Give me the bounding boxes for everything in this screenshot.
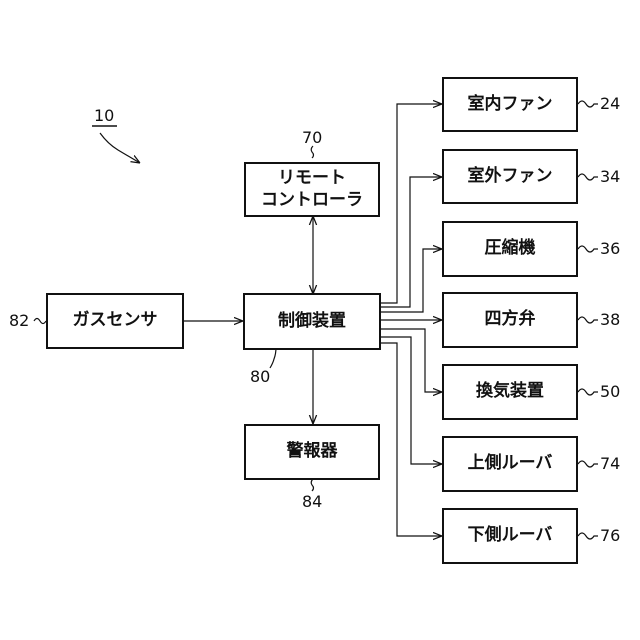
ref-leader-remote — [311, 146, 313, 158]
ventilation-label: 換気装置 — [476, 381, 544, 402]
ref-leader-24 — [578, 101, 598, 107]
four-way-valve-box: 四方弁 — [442, 292, 578, 348]
gas-sensor-ref: 82 — [9, 311, 29, 330]
indoor-fan-label: 室内ファン — [468, 94, 553, 115]
compressor-ref: 36 — [600, 239, 620, 258]
link-indoor-fan — [381, 104, 442, 303]
remote-label-line1: リモート — [278, 168, 346, 189]
upper-louver-ref: 74 — [600, 454, 620, 473]
ref-leader-38 — [578, 317, 598, 323]
indoor-fan-ref: 24 — [600, 94, 620, 113]
alarm-box: 警報器 — [244, 424, 380, 480]
remote-label-line2: コントローラ — [261, 190, 363, 211]
ref-leader-34 — [578, 174, 598, 180]
four-way-valve-label: 四方弁 — [485, 309, 536, 330]
alarm-label: 警報器 — [287, 441, 338, 462]
gas-sensor-box: ガスセンサ — [46, 293, 184, 349]
link-upper-louver — [381, 337, 442, 464]
lower-louver-box: 下側ルーバ — [442, 508, 578, 564]
four-way-valve-ref: 38 — [600, 310, 620, 329]
controller-label: 制御装置 — [278, 311, 346, 332]
ref-leader-76 — [578, 533, 598, 539]
ref-leader-50 — [578, 389, 598, 395]
outdoor-fan-ref: 34 — [600, 167, 620, 186]
controller-box: 制御装置 — [243, 293, 381, 350]
remote-ref: 70 — [302, 128, 322, 147]
compressor-label: 圧縮機 — [485, 238, 536, 259]
ventilation-box: 換気装置 — [442, 364, 578, 420]
link-outdoor-fan — [381, 177, 442, 307]
ref-leader-controller — [270, 347, 276, 368]
ref-leader-36 — [578, 246, 598, 252]
ref-leader-74 — [578, 461, 598, 467]
remote-controller-box: リモート コントローラ — [244, 162, 380, 217]
alarm-ref: 84 — [302, 492, 322, 511]
indoor-fan-box: 室内ファン — [442, 77, 578, 132]
outdoor-fan-label: 室外ファン — [468, 166, 553, 187]
upper-louver-label: 上側ルーバ — [468, 453, 553, 474]
controller-ref: 80 — [250, 367, 270, 386]
lower-louver-ref: 76 — [600, 526, 620, 545]
ref-leader-alarm — [311, 479, 313, 491]
ventilation-ref: 50 — [600, 382, 620, 401]
upper-louver-box: 上側ルーバ — [442, 436, 578, 492]
figure-ref-pointer — [100, 133, 140, 163]
outdoor-fan-box: 室外ファン — [442, 149, 578, 204]
compressor-box: 圧縮機 — [442, 221, 578, 277]
lower-louver-label: 下側ルーバ — [468, 525, 553, 546]
gas-sensor-label: ガスセンサ — [73, 310, 158, 331]
ref-leader-gas-sensor — [34, 319, 46, 324]
figure-ref-label: 10 — [94, 106, 114, 125]
